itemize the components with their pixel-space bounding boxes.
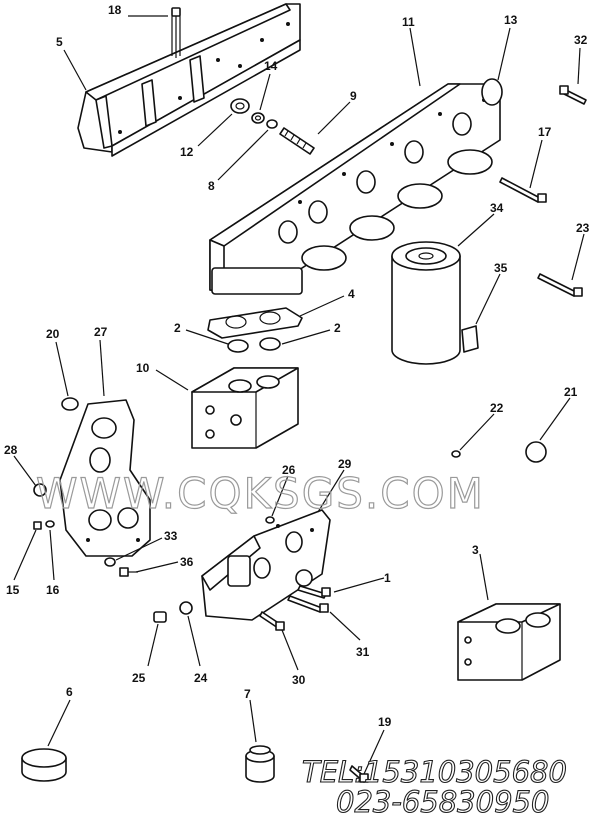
part-20-oring xyxy=(61,397,79,411)
part-8-washer xyxy=(266,119,278,129)
callout-17: 17 xyxy=(538,125,552,139)
part-12-nut xyxy=(230,98,250,114)
callout-4: 4 xyxy=(348,287,355,301)
part-35-label xyxy=(461,325,479,353)
contact-phone-2: 023-65830950 xyxy=(336,785,549,818)
part-24-washer xyxy=(179,601,193,615)
callout-23: 23 xyxy=(576,221,590,235)
part-27-housing xyxy=(59,399,151,557)
callout-30: 30 xyxy=(292,673,306,687)
callout-26: 26 xyxy=(282,463,296,477)
part-10-block xyxy=(191,367,299,449)
callout-36: 36 xyxy=(180,555,194,569)
callout-15: 15 xyxy=(6,583,20,597)
callout-5: 5 xyxy=(56,35,63,49)
callout-32: 32 xyxy=(574,33,588,47)
part-4-gasket xyxy=(207,307,303,339)
callout-16: 16 xyxy=(46,583,60,597)
callout-8: 8 xyxy=(208,179,215,193)
part-15-screw xyxy=(33,521,42,530)
part-7-fitting xyxy=(245,745,275,783)
part-36-bolt xyxy=(119,567,138,577)
callout-21: 21 xyxy=(564,385,578,399)
callout-31: 31 xyxy=(356,645,370,659)
part-31-bolt xyxy=(287,595,329,613)
callout-labels: 18 5 11 13 32 14 9 12 8 17 34 23 35 4 2 … xyxy=(4,3,590,729)
part-18-bolt xyxy=(171,7,181,58)
callout-7: 7 xyxy=(244,687,251,701)
callout-20: 20 xyxy=(46,327,60,341)
part-2-seal-right xyxy=(259,337,281,351)
callout-25: 25 xyxy=(132,671,146,685)
part-29-cover xyxy=(201,509,331,621)
part-25-plug xyxy=(153,611,167,623)
callout-35: 35 xyxy=(494,261,508,275)
part-26-seal xyxy=(265,516,275,524)
part-3-block xyxy=(457,603,561,681)
part-33-washer xyxy=(104,557,116,567)
callout-14: 14 xyxy=(264,59,278,73)
part-9-stud xyxy=(279,127,315,155)
part-32-bolt xyxy=(559,85,587,105)
callout-29: 29 xyxy=(338,457,352,471)
callout-34: 34 xyxy=(490,201,504,215)
callout-28: 28 xyxy=(4,443,18,457)
part-11-manifold xyxy=(209,83,501,295)
part-30-bolt xyxy=(259,611,285,631)
part-34-filter xyxy=(391,241,461,365)
callout-13: 13 xyxy=(504,13,518,27)
part-22-oring xyxy=(451,450,461,458)
callout-9: 9 xyxy=(350,89,357,103)
part-1-bolt xyxy=(297,585,331,599)
part-2-seal-left xyxy=(227,339,249,353)
callout-27: 27 xyxy=(94,325,108,339)
part-5-bracket xyxy=(77,3,301,157)
contact-phone: TEL:15310305680 xyxy=(302,755,567,789)
part-28-gasket xyxy=(33,483,47,497)
part-14-washer xyxy=(251,112,265,124)
callout-33: 33 xyxy=(164,529,178,543)
callout-24: 24 xyxy=(194,671,208,685)
callout-11: 11 xyxy=(402,15,415,29)
part-21-oring xyxy=(525,441,547,463)
callout-12: 12 xyxy=(180,145,194,159)
watermark-text: WWW.CQKSGS.COM xyxy=(36,469,485,518)
callout-2-left: 2 xyxy=(174,321,181,335)
callout-18: 18 xyxy=(108,3,122,17)
part-13-gasket xyxy=(481,78,503,106)
callout-2-right: 2 xyxy=(334,321,341,335)
callout-3: 3 xyxy=(472,543,479,557)
part-17-bolt xyxy=(499,177,547,203)
callout-19: 19 xyxy=(378,715,392,729)
callout-22: 22 xyxy=(490,401,504,415)
part-23-bolt xyxy=(537,273,583,297)
leader-lines xyxy=(13,15,585,775)
callout-6: 6 xyxy=(66,685,73,699)
callout-1: 1 xyxy=(384,571,391,585)
part-6-cap xyxy=(21,748,67,782)
callout-10: 10 xyxy=(136,361,150,375)
part-16-washer xyxy=(45,520,55,528)
